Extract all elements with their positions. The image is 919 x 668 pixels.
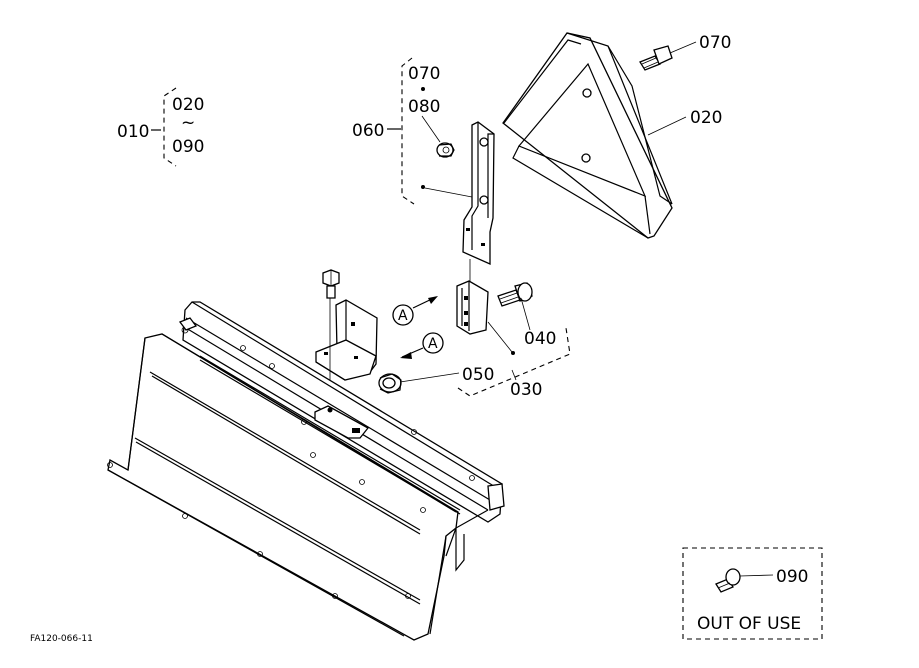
label-020: 020	[690, 108, 722, 128]
label-050: 050	[462, 365, 494, 385]
leader-030	[511, 369, 517, 381]
bracket-030	[457, 327, 571, 397]
bracket-010	[163, 87, 177, 167]
label-080-group: 080	[408, 97, 440, 117]
label-090-inset: 090	[776, 567, 808, 587]
callout-a1-text: A	[398, 308, 408, 324]
leader-070	[669, 41, 697, 54]
group-010-label: 010 020 ~ 090	[117, 87, 204, 167]
nut-050: 050	[378, 365, 494, 394]
leader-080	[421, 115, 441, 143]
leader-040	[520, 297, 531, 331]
inset-note: OUT OF USE	[697, 614, 801, 634]
triangle-emblem-020: 020	[502, 32, 722, 239]
callout-a-2: A	[400, 332, 444, 359]
callout-a-1: A	[392, 296, 438, 326]
leader-090-inset	[739, 574, 774, 577]
callout-a2-text: A	[428, 336, 438, 352]
group-060: 060 070 080	[352, 57, 473, 205]
label-060: 060	[352, 121, 384, 141]
label-tilde: ~	[181, 113, 195, 133]
mounting-stay	[462, 121, 495, 286]
label-070-bolt: 070	[699, 33, 731, 53]
label-030: 030	[510, 380, 542, 400]
main-panel	[107, 301, 505, 641]
group-030: 030	[457, 321, 571, 400]
l-bracket	[315, 299, 378, 381]
dot-marker-2	[421, 185, 425, 189]
dot-marker	[421, 87, 425, 91]
label-040: 040	[524, 329, 556, 349]
hinge-bracket	[456, 280, 489, 335]
label-090-range: 090	[172, 137, 204, 157]
inset-frame	[682, 547, 823, 640]
bolt-040: 040	[497, 282, 556, 349]
leader-020	[647, 116, 687, 136]
bolt-070: 070	[639, 33, 731, 71]
bolt-090-inset	[715, 568, 741, 593]
inset-out-of-use: 090 OUT OF USE	[682, 547, 823, 640]
leader-050	[399, 372, 460, 383]
figure-code: FA120-066-11	[30, 634, 93, 644]
leader-030-dot	[487, 321, 513, 353]
nut-080	[436, 142, 455, 158]
label-020-range: 020	[172, 95, 204, 115]
label-070-group: 070	[408, 64, 440, 84]
label-010: 010	[117, 122, 149, 142]
leader-bracket-dot	[424, 187, 473, 198]
